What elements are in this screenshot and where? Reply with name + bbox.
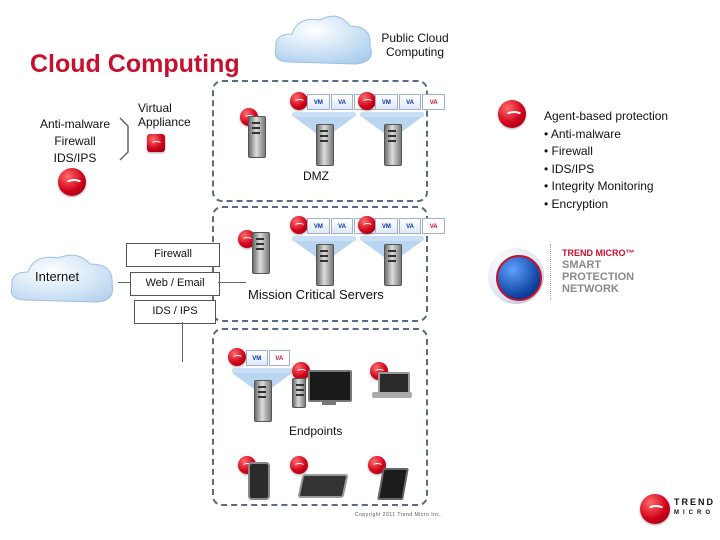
- web-email-box: Web / Email: [130, 272, 220, 296]
- ids-ips-box: IDS / IPS: [134, 300, 216, 324]
- mc-host-2-platform: [360, 236, 424, 241]
- virtual-appliance-label: Virtual Appliance: [138, 101, 191, 129]
- dmz-host-1-server-icon: [316, 124, 334, 166]
- agent-protection-item: • Encryption: [544, 196, 609, 211]
- brand-wordmark: TREND MICRO: [674, 497, 715, 519]
- endpoints-zone: [212, 328, 428, 506]
- bracket-divider: [119, 117, 129, 161]
- dmz-host-2-agent-icon: [358, 92, 376, 110]
- mc-host-2-agent-icon: [358, 216, 376, 234]
- internet-connector: [118, 282, 132, 283]
- mc-host-2-server-icon: [384, 244, 402, 286]
- desktop-monitor-icon: [308, 370, 352, 402]
- public-cloud-label: Public Cloud Computing: [381, 31, 449, 59]
- brand-line: TREND: [674, 497, 715, 507]
- trend-protection-icon: [58, 168, 86, 196]
- internet-cloud-icon: [10, 254, 114, 303]
- agent-protection-item: • Firewall: [544, 144, 593, 158]
- mc-host-1-platform: [292, 236, 356, 241]
- mc-server-icon: [252, 232, 270, 274]
- brand-line: MICRO: [674, 510, 714, 516]
- left-feature-item: IDS/IPS: [53, 151, 97, 165]
- desktop-agent-icon: [292, 362, 310, 380]
- dmz-server-icon: [248, 116, 266, 158]
- mc-host-1-agent-icon: [290, 216, 308, 234]
- ep-host-agent-icon: [228, 348, 246, 366]
- mission-critical-label: Mission Critical Servers: [248, 287, 384, 302]
- dmz-host-2-server-icon: [384, 124, 402, 166]
- dmz-zone: [212, 80, 428, 202]
- agent-protection-item: • Anti-malware: [544, 126, 621, 141]
- agent-protection-icon: [498, 100, 526, 128]
- agent-protection-item: • Integrity Monitoring: [544, 179, 654, 193]
- dmz-label: DMZ: [303, 169, 329, 183]
- mc-server-agent-icon: [238, 230, 256, 248]
- ep-host-server-icon: [254, 380, 272, 422]
- desktop-tower-icon: [292, 378, 306, 408]
- left-feature-item: Anti-malware: [39, 117, 111, 131]
- tablet-agent-icon: [290, 456, 308, 474]
- ep-host-platform: [232, 368, 292, 373]
- tablet-icon: [297, 474, 349, 498]
- endpoints-label: Endpoints: [289, 424, 343, 438]
- laptop-screen-icon: [378, 372, 410, 394]
- smartphone-icon: [248, 462, 270, 500]
- left-feature-item: Firewall: [54, 134, 96, 148]
- agent-protection-item: • IDS/IPS: [544, 161, 595, 176]
- dmz-host-1-agent-icon: [290, 92, 308, 110]
- spn-line: NETWORK: [562, 283, 619, 295]
- virtual-appliance-icon: [147, 134, 165, 152]
- connector-to-mc: [218, 282, 246, 283]
- spn-line: PROTECTION: [562, 271, 635, 283]
- dmz-host-2-platform: [360, 112, 424, 117]
- spn-divider: [550, 244, 552, 300]
- agent-protection-heading: Agent-based protection: [544, 109, 669, 123]
- copyright: Copyright 2011 Trend Micro Inc.: [355, 512, 442, 518]
- dmz-host-1-platform: [292, 112, 356, 117]
- agent-protection-list: Agent-based protection • Anti-malware • …: [544, 108, 714, 213]
- laptop-base-icon: [372, 392, 412, 398]
- page-title: Cloud Computing: [30, 50, 240, 78]
- internet-label: Internet: [35, 269, 80, 284]
- mc-host-1-server-icon: [316, 244, 334, 286]
- trend-micro-logo-icon: [640, 494, 670, 524]
- connector-to-endpoints: [182, 322, 183, 362]
- spn-globe-icon: [496, 255, 542, 301]
- cloud-icon: [274, 15, 372, 65]
- left-feature-list: Anti-malware Firewall IDS/IPS: [28, 116, 122, 167]
- desktop-stand-icon: [322, 400, 336, 405]
- firewall-box: Firewall: [126, 243, 220, 267]
- spn-brand-line: TREND MICRO™: [562, 248, 635, 258]
- spn-wordmark: TREND MICRO™ SMART PROTECTION NETWORK: [562, 247, 635, 295]
- spn-line: SMART: [562, 259, 602, 271]
